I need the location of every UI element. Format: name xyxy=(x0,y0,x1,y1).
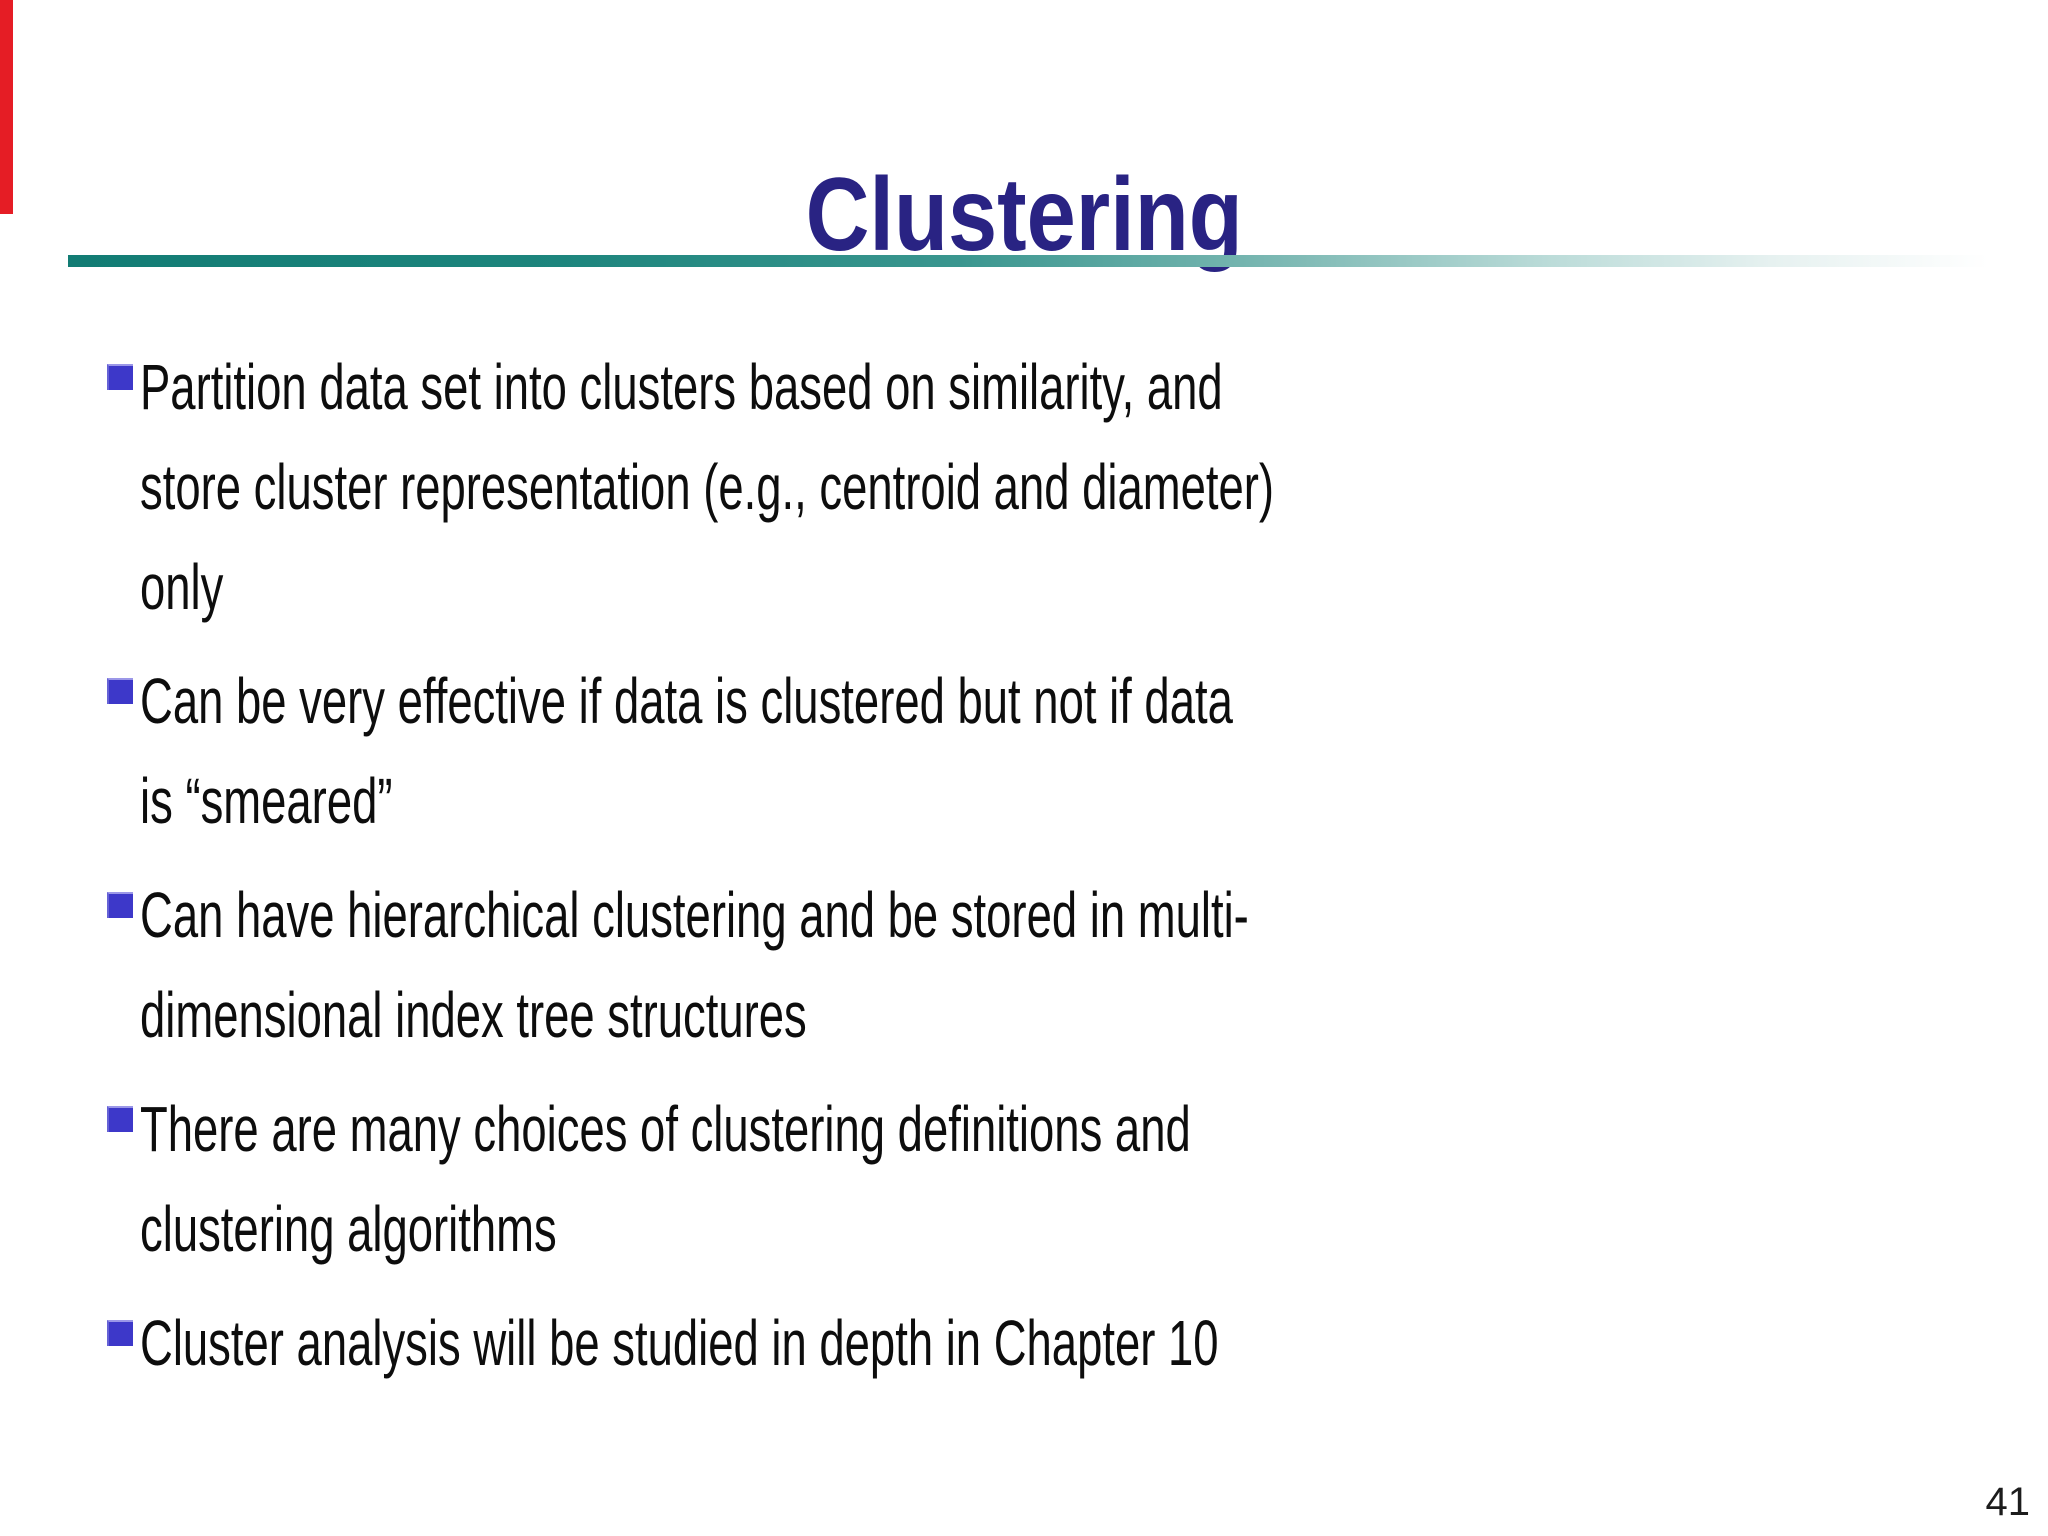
list-item: There are many choices of clustering def… xyxy=(0,1079,2048,1279)
square-bullet-icon xyxy=(107,678,133,704)
list-item: Can be very effective if data is cluster… xyxy=(0,651,2048,851)
bullet-text: Partition data set into clusters based o… xyxy=(140,351,1275,623)
red-accent-bar xyxy=(0,0,13,214)
bullet-text: Can be very effective if data is cluster… xyxy=(140,665,1233,837)
bullet-text: Can have hierarchical clustering and be … xyxy=(140,879,1249,1051)
bullet-text: There are many choices of clustering def… xyxy=(140,1093,1191,1265)
title-divider-rule xyxy=(68,255,2048,267)
page-number: 41 xyxy=(1985,1480,2031,1524)
square-bullet-icon xyxy=(107,364,133,390)
page-title-text: Clustering xyxy=(805,156,1243,273)
list-item: Partition data set into clusters based o… xyxy=(0,337,2048,637)
square-bullet-icon xyxy=(107,1106,133,1132)
list-item: Can have hierarchical clustering and be … xyxy=(0,865,2048,1065)
square-bullet-icon xyxy=(107,1320,133,1346)
bullet-text: Cluster analysis will be studied in dept… xyxy=(140,1307,1219,1379)
square-bullet-icon xyxy=(107,892,133,918)
bullet-list: Partition data set into clusters based o… xyxy=(0,337,2048,1407)
page-title: Clustering xyxy=(0,156,2048,273)
list-item: Cluster analysis will be studied in dept… xyxy=(0,1293,2048,1393)
